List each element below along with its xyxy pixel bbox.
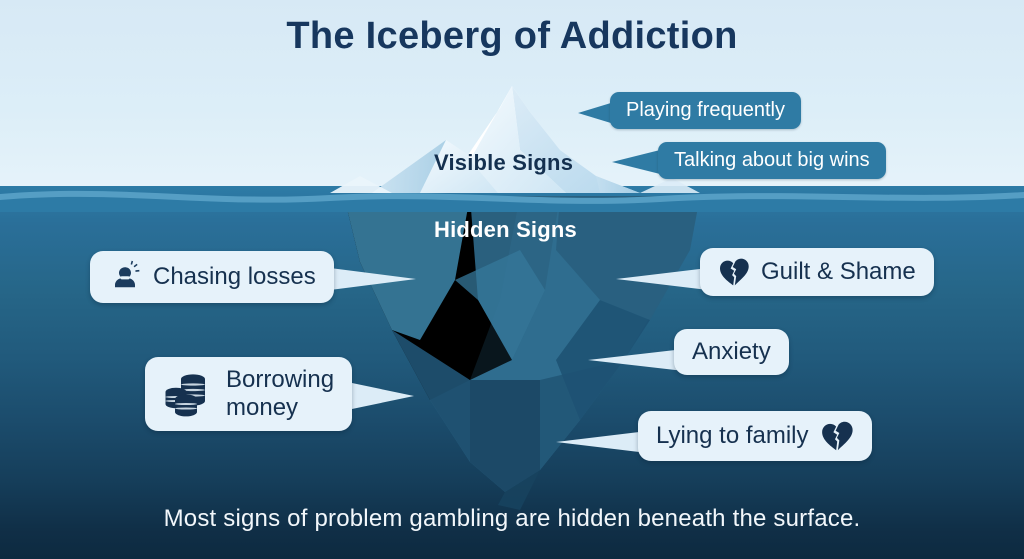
callout-label: Chasing losses xyxy=(153,263,316,291)
callout-box: Borrowing money xyxy=(145,357,353,431)
callout-tail-chasing-losses xyxy=(330,268,416,290)
callout-label: Lying to family xyxy=(656,422,809,450)
callout-label: Playing frequently xyxy=(626,99,785,121)
callout-label: Talking about big wins xyxy=(674,149,870,171)
page-title: The Iceberg of Addiction xyxy=(286,15,738,57)
callout-playing-frequently[interactable]: Playing frequently xyxy=(610,92,801,130)
callout-tail-talking-about-big-wins xyxy=(612,148,668,176)
iceberg-submerged xyxy=(344,196,700,510)
stressed-person-icon xyxy=(108,260,142,294)
hidden-signs-label: Hidden Signs xyxy=(434,217,577,242)
iceberg-tip xyxy=(330,86,700,193)
callout-label: Guilt & Shame xyxy=(761,258,916,286)
callout-tail-borrowing-money xyxy=(352,383,414,409)
broken-heart-icon xyxy=(820,420,854,452)
visible-signs-label: Visible Signs xyxy=(434,150,574,175)
callout-borrowing-money[interactable]: Borrowing money xyxy=(145,357,353,431)
callout-box: Guilt & Shame xyxy=(700,248,934,296)
callout-box: Talking about big wins xyxy=(658,142,886,180)
callout-guilt-and-shame[interactable]: Guilt & Shame xyxy=(700,248,934,296)
callout-lying-to-family[interactable]: Lying to family xyxy=(638,411,872,461)
broken-heart-icon xyxy=(718,257,750,287)
callout-box: Lying to family xyxy=(638,411,872,461)
callout-label: Anxiety xyxy=(692,338,771,365)
callout-box: Anxiety xyxy=(674,329,789,375)
bottom-caption: Most signs of problem gambling are hidde… xyxy=(163,505,861,532)
callout-box: Chasing losses xyxy=(90,251,334,303)
callout-talking-about-big-wins[interactable]: Talking about big wins xyxy=(658,142,886,180)
callout-label: Borrowing money xyxy=(226,366,335,421)
coins-icon xyxy=(163,370,215,418)
callout-tail-anxiety xyxy=(588,349,684,371)
callout-box: Playing frequently xyxy=(610,92,801,130)
callout-tail-guilt-and-shame xyxy=(616,268,708,290)
callout-chasing-losses[interactable]: Chasing losses xyxy=(90,251,334,303)
callout-anxiety[interactable]: Anxiety xyxy=(674,329,789,375)
callout-tail-lying-to-family xyxy=(556,431,648,453)
